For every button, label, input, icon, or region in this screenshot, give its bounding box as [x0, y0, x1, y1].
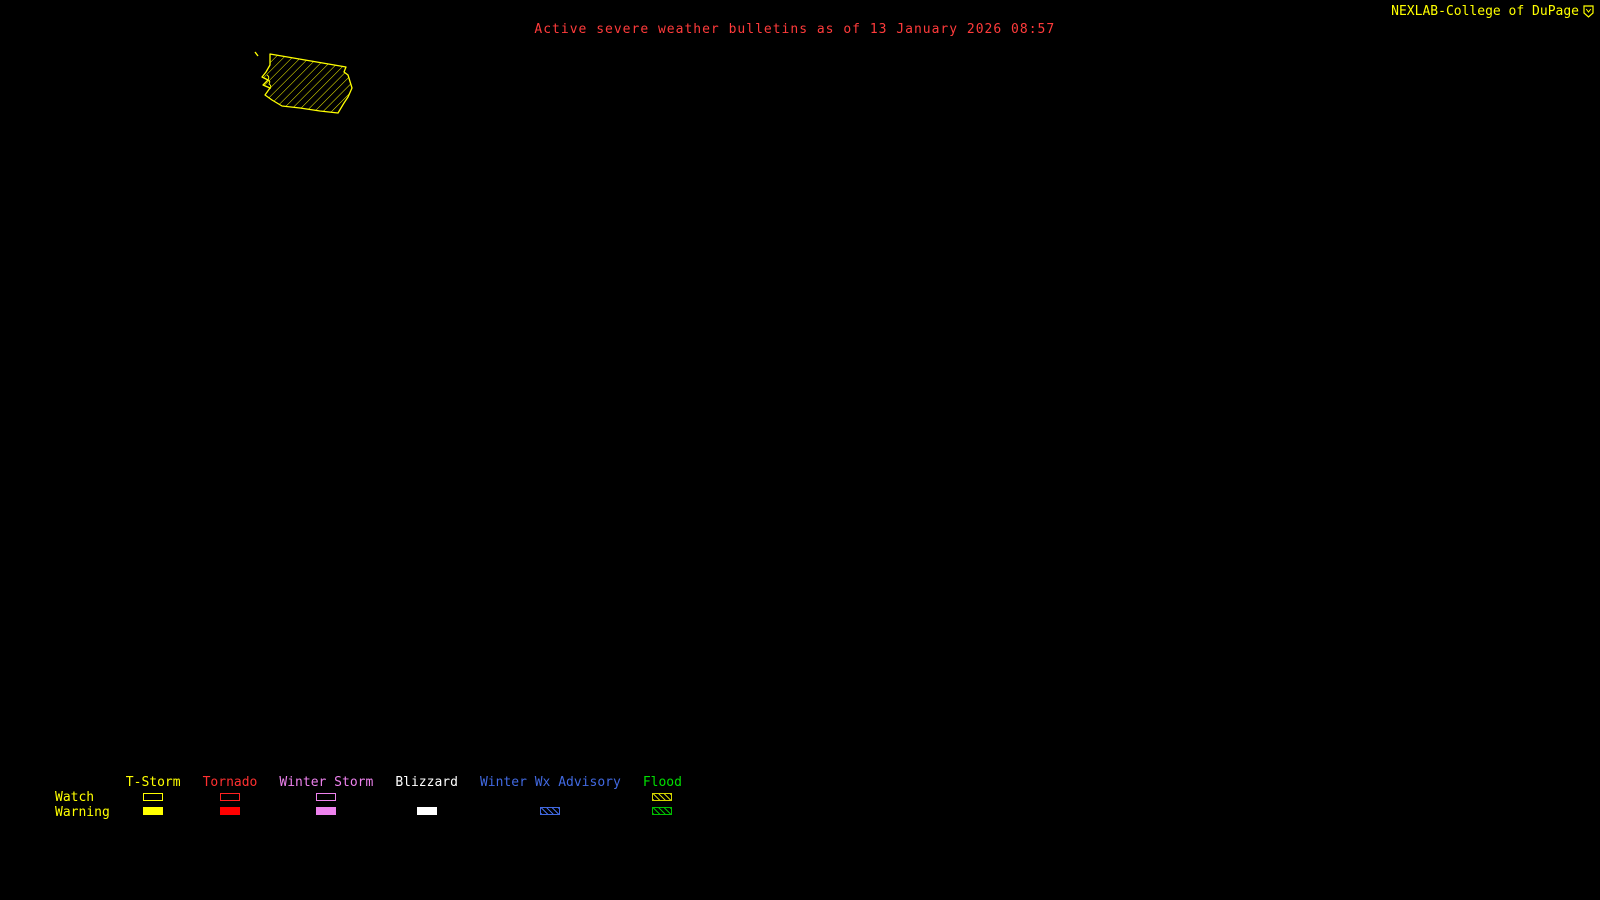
- brand-text: NEXLAB-College of DuPage: [1391, 4, 1579, 19]
- legend-row-labels: Watch Warning: [55, 776, 110, 821]
- legend-winter-storm-label: Winter Storm: [279, 775, 374, 790]
- legend-col-tornado: Tornado: [202, 775, 258, 815]
- legend-col-flood: Flood: [643, 776, 682, 815]
- legend-winter-wx-advisory-label: Winter Wx Advisory: [479, 775, 621, 790]
- legend-winter-storm-warning-swatch: [316, 807, 337, 815]
- legend-flood-label: Flood: [642, 775, 682, 790]
- cod-logo-icon: [1583, 5, 1594, 18]
- legend-t-storm-warning-swatch: [143, 807, 164, 815]
- legend-winter-storm-watch-swatch: [316, 793, 337, 801]
- legend-warning-label: Warning: [55, 805, 110, 820]
- legend-col-blizzard: Blizzard: [395, 776, 458, 815]
- puget-sound-coastline: [266, 74, 272, 90]
- page-title: Active severe weather bulletins as of 13…: [534, 22, 1056, 37]
- legend-col-winter-wx-advisory: Winter Wx Advisory: [480, 776, 621, 815]
- legend-tornado-watch-swatch: [219, 793, 240, 801]
- legend-tornado-label: Tornado: [202, 775, 258, 790]
- legend-flood-watch-swatch: [652, 793, 673, 801]
- legend-columns: T-Storm Tornado Winter Storm Blizzard Winter…: [126, 776, 682, 815]
- brand: NEXLAB-College of DuPage: [1391, 4, 1594, 19]
- legend-blizzard-warning-swatch: [416, 807, 437, 815]
- legend-blizzard-label: Blizzard: [395, 775, 458, 790]
- legend-flood-warning-swatch: [652, 807, 673, 815]
- legend-col-t-storm: T-Storm: [126, 776, 181, 815]
- legend: Watch Warning T-Storm Tornado Winter Storm…: [55, 776, 682, 821]
- legend-t-storm-label: T-Storm: [125, 775, 181, 790]
- flood-watch-polygon: [254, 51, 353, 114]
- legend-tornado-warning-swatch: [219, 807, 240, 815]
- legend-col-winter-storm: Winter Storm: [279, 776, 373, 815]
- coastline-tick: [254, 51, 259, 57]
- legend-watch-label: Watch: [55, 790, 95, 805]
- legend-winter-wx-advisory-warning-swatch: [540, 807, 561, 815]
- legend-t-storm-watch-swatch: [143, 793, 164, 801]
